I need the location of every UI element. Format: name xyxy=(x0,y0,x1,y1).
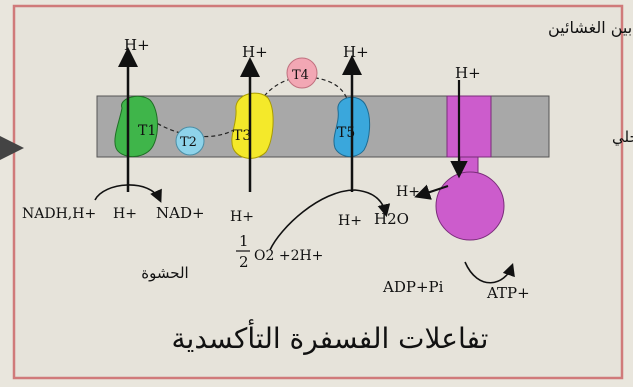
nadh-label: NADH,H+ xyxy=(22,206,96,222)
matrix-label: الحشوة xyxy=(141,264,188,282)
complex-t1-label: T1 xyxy=(138,123,156,139)
proton-label-synthase: H+ xyxy=(396,184,420,200)
diagram-title: تفاعلات الفسفرة التأكسدية xyxy=(172,318,489,355)
atp-label: ATP+ xyxy=(486,284,530,302)
proton-label-nadh: H+ xyxy=(113,206,137,222)
proton-label-top-3: H+ xyxy=(343,43,369,61)
complex-t4-label: T4 xyxy=(292,68,309,83)
intermembrane-space-label: الفراغ بين الغشائين xyxy=(548,18,633,38)
nad-label: NAD+ xyxy=(156,204,205,222)
proton-label-top-2: H+ xyxy=(242,43,268,61)
fraction-numerator: 1 xyxy=(239,232,249,250)
atp-synthase-channel xyxy=(447,96,491,157)
complex-t3-label: T3 xyxy=(233,128,251,144)
complex-t2-label: T2 xyxy=(180,135,197,150)
proton-label-top-4: H+ xyxy=(455,64,481,82)
oxygen-label: O2 +2H+ xyxy=(254,248,323,264)
adp-pi-label: ADP+Pi xyxy=(382,278,444,296)
proton-label-top-1: H+ xyxy=(124,36,150,54)
proton-label-bottom-3: H+ xyxy=(338,213,362,229)
fraction-denominator: 2 xyxy=(239,253,249,271)
water-label: H2O xyxy=(374,210,409,228)
inner-membrane-label: الغشاء الداخلي xyxy=(612,128,633,147)
proton-label-bottom-2: H+ xyxy=(230,209,254,225)
atp-synthase-head xyxy=(436,172,504,240)
complex-t3 xyxy=(232,93,273,158)
